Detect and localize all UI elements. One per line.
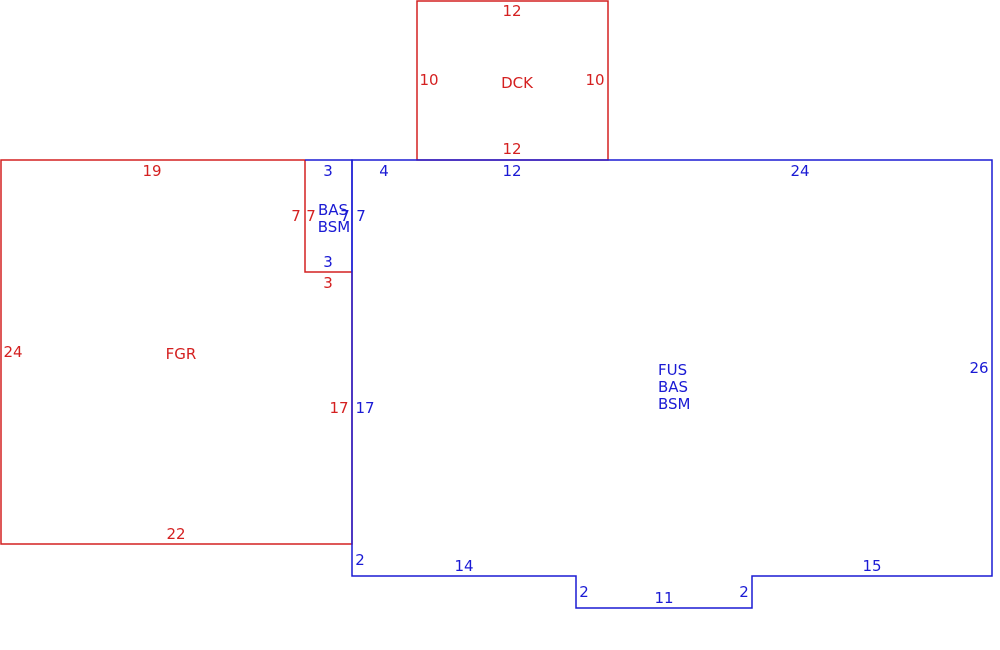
main-top-right-dimension: 24 (790, 162, 809, 180)
small-room-red-inner-dimension: 7 (306, 207, 316, 225)
main-left-dimension: 17 (355, 399, 374, 417)
main-notch-right-dimension: 2 (739, 583, 749, 601)
main-top-left-dimension: 4 (379, 162, 389, 180)
small-room-label-bsm: BSM (318, 218, 351, 236)
small-room-blue-bottom-dimension: 3 (323, 253, 333, 271)
dck-left-dimension: 10 (419, 71, 438, 89)
small-room-red-outline (304, 160, 352, 273)
main-bottom-left-dimension: 14 (454, 557, 473, 575)
main-right-dimension: 26 (969, 359, 988, 377)
main-label-bas: BAS (658, 378, 688, 396)
small-room-red-left-dimension: 7 (291, 207, 301, 225)
fgr-label: FGR (166, 345, 197, 363)
small-room-blue-left-dimension: 7 (340, 207, 350, 225)
main-notch-left-dimension: 2 (579, 583, 589, 601)
fgr-top-dimension: 19 (142, 162, 161, 180)
main-top-mid-dimension: 12 (502, 162, 521, 180)
dck-label: DCK (501, 74, 534, 92)
dck-top-dimension: 12 (502, 2, 521, 20)
fgr-left-dimension: 24 (3, 343, 22, 361)
dck-bottom-dimension: 12 (502, 140, 521, 158)
small-room-red-bottom-dimension: 3 (323, 274, 333, 292)
main-notch-bottom-dimension: 11 (654, 589, 673, 607)
main-house-outline (351, 159, 993, 609)
small-room-label-bas: BAS (318, 201, 348, 219)
main-left-bottom-dimension: 2 (355, 551, 365, 569)
fgr-right-dimension: 17 (329, 399, 348, 417)
small-room-top-dimension: 3 (323, 162, 333, 180)
main-label-fus: FUS (658, 361, 687, 379)
small-room-blue-right-dimension: 7 (356, 207, 366, 225)
fgr-bottom-dimension: 22 (166, 525, 185, 543)
main-bottom-right-dimension: 15 (862, 557, 881, 575)
main-label-bsm: BSM (658, 395, 691, 413)
dck-right-dimension: 10 (585, 71, 604, 89)
